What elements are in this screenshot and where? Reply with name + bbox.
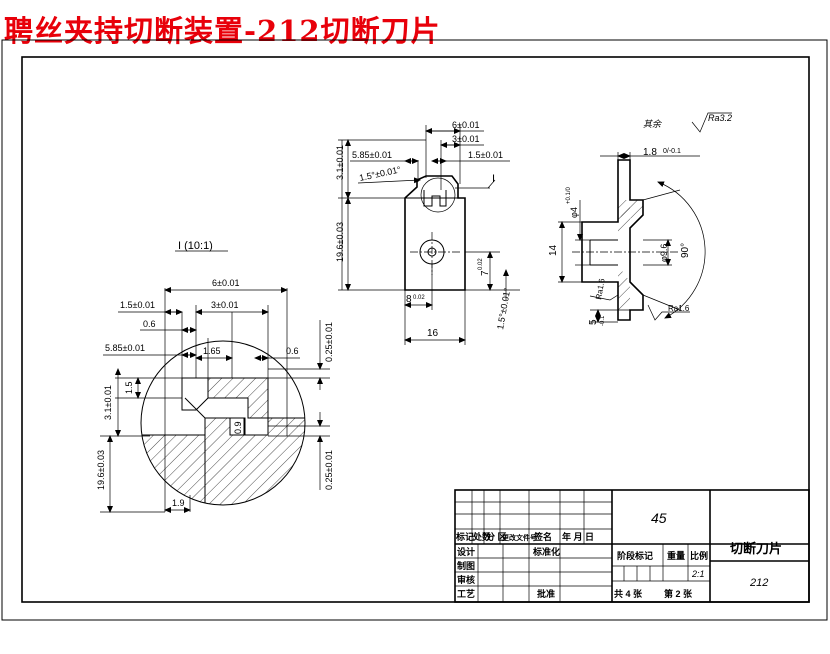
tb-approve: 批准	[537, 588, 555, 599]
front-dim-1-5: 1.5±0.01	[468, 150, 503, 160]
side-dim-1-8: 1.8	[643, 147, 657, 158]
dim-5-85: 5.85±0.01	[105, 343, 145, 353]
front-view: I 6±0.01 3±0.01 5.85±0.01 1.5±0.01 1.5°±…	[335, 120, 520, 345]
side-ra1-6-right: Ra1.6	[668, 304, 690, 313]
dim-1-5-vertical: 1.5	[124, 381, 134, 394]
tb-row-draw: 制图	[457, 560, 475, 571]
inner-frame	[21, 56, 810, 603]
dim-1-65: 1.65	[203, 346, 221, 356]
dim-3-1-vertical: 3.1±0.01	[103, 385, 113, 420]
tb-weight: 重量	[667, 550, 685, 561]
dim-19-6-vertical: 19.6±0.03	[96, 450, 106, 490]
side-dim-5-tol: -0.1	[600, 315, 606, 326]
tb-header-count: 处数	[472, 531, 492, 542]
front-dim-1-5-angle: 1.5°±0.01°	[358, 164, 402, 183]
front-dim-3-1-vertical: 3.1±0.01	[335, 145, 345, 180]
front-dim-3: 3±0.01	[452, 134, 479, 144]
tb-sheet-no: 第 2 张	[664, 588, 693, 599]
tb-header-change-doc: 更改文件号	[502, 533, 537, 542]
page-title: 聘丝夹持切断装置-212切断刀片	[4, 14, 441, 48]
tb-standardize: 标准化	[532, 546, 560, 557]
front-dim-1-5-angle-b: 1.5°±0.01°	[495, 287, 512, 331]
tb-row-design: 设计	[457, 546, 475, 557]
front-dim-8-tol: 0.02	[413, 295, 425, 301]
side-angle-90: 90°	[680, 243, 691, 258]
tb-material: 45	[651, 510, 667, 526]
side-ra1-6-left: Ra1.6	[594, 277, 607, 300]
tb-row-review: 审核	[457, 574, 475, 585]
tb-part-code: 212	[749, 577, 768, 589]
side-dim-phi9-6: φ9.6	[659, 244, 669, 262]
side-dim-phi4-tol: +0.1/0	[566, 186, 572, 204]
front-dim-6: 6±0.01	[452, 120, 479, 130]
side-dim-phi4: φ4	[569, 207, 579, 218]
side-dim-1-8-tol: 0/-0.1	[663, 148, 681, 155]
dim-0-25-top: 0.25±0.01	[324, 322, 334, 362]
front-dim-7: 7	[480, 270, 491, 276]
dim-0-25-bottom: 0.25±0.01	[324, 450, 334, 490]
tb-header-zone: 分 区	[486, 531, 507, 542]
tb-stage-mark: 阶段标记	[617, 550, 653, 561]
roughness-ra3-2: Ra3.2	[708, 113, 732, 123]
title-block: 标记 处数 分 区 更改文件号 签名 年 月 日 设计 制图 审核 工艺 标准化…	[454, 489, 810, 603]
detail-circle	[140, 340, 306, 506]
tb-header-mark: 标记	[455, 531, 474, 542]
dim-1-5: 1.5±0.01	[120, 300, 155, 310]
tb-row-process: 工艺	[457, 588, 475, 599]
dim-3: 3±0.01	[211, 300, 238, 310]
front-dim-16: 16	[427, 328, 439, 339]
side-dim-5: 5	[588, 319, 599, 325]
tb-total-sheets: 共 4 张	[614, 588, 643, 599]
callout-I: I	[492, 173, 495, 185]
dim-0-6-right: 0.6	[286, 346, 299, 356]
dim-0-6-left: 0.6	[143, 319, 156, 329]
front-dim-5-85: 5.85±0.01	[352, 150, 392, 160]
outer-frame	[1, 39, 828, 621]
detail-view-label: I (10:1)	[178, 240, 213, 252]
front-dim-19-6-vertical: 19.6±0.03	[335, 222, 345, 262]
tb-header-sign: 签名	[533, 531, 552, 542]
detail-view: I (10:1) 6±0.01	[96, 240, 334, 513]
tb-header-date: 年 月 日	[562, 531, 594, 542]
front-dim-7-tol: 0.02	[478, 258, 484, 270]
dim-1-9: 1.9	[172, 498, 185, 508]
dim-0-9: 0.9	[233, 421, 243, 434]
tb-part-name: 切断刀片	[730, 541, 782, 556]
side-dim-14: 14	[548, 244, 559, 256]
dim-6: 6±0.01	[212, 278, 239, 288]
front-dim-8: 8	[406, 294, 412, 305]
note-other: 其余	[643, 119, 662, 129]
tb-ratio: 比例	[690, 550, 708, 561]
side-view: 其余 Ra3.2 90° 1.8 0/-0.1 φ4 +0.1/0	[548, 112, 732, 326]
tb-scale: 2:1	[691, 569, 705, 579]
